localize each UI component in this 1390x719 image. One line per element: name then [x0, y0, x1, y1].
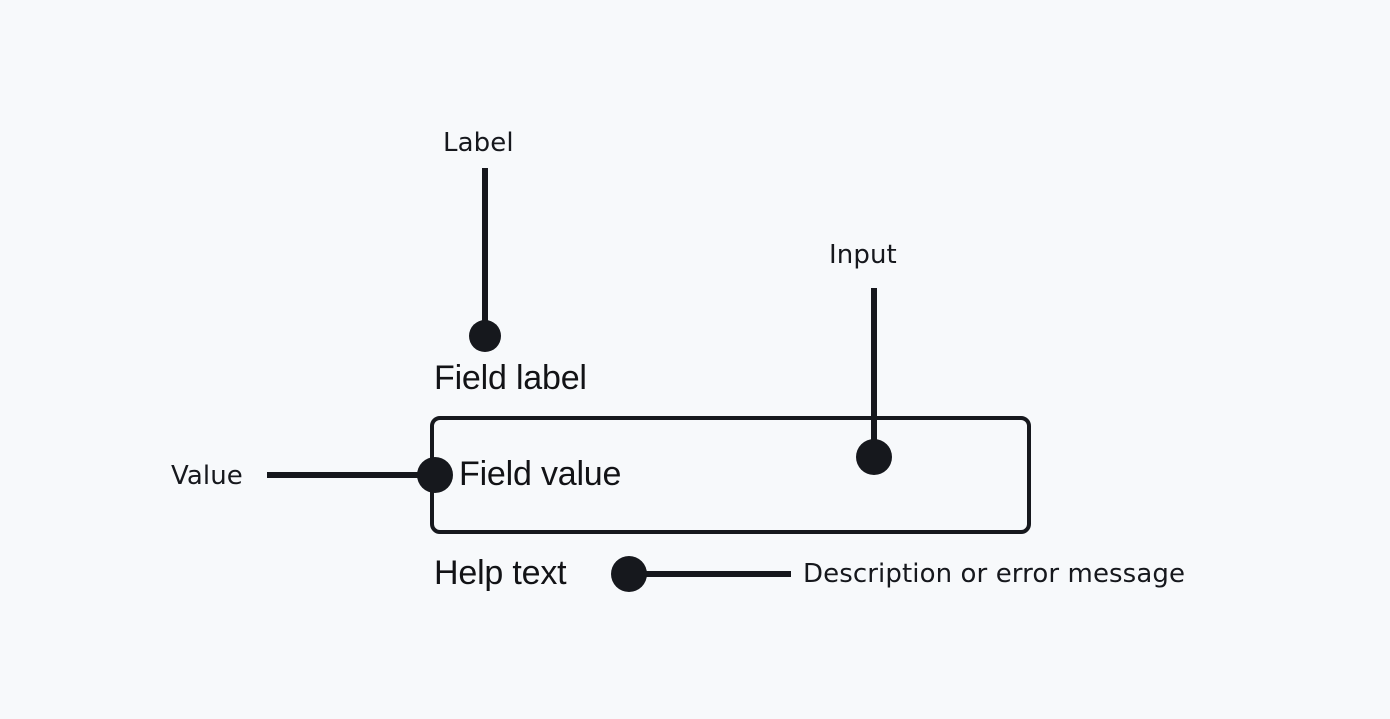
field-label: Field label	[434, 359, 587, 397]
field-value[interactable]: Field value	[459, 455, 622, 493]
annotation-description: Description or error message	[803, 559, 1186, 589]
annotation-input: Input	[829, 240, 897, 270]
field-help-text: Help text	[434, 554, 567, 592]
annotation-label: Label	[443, 128, 514, 158]
label-callout-dot	[469, 320, 501, 352]
annotation-value: Value	[171, 461, 243, 491]
help-callout-dot	[611, 556, 647, 592]
value-callout-dot	[417, 457, 453, 493]
input-callout-dot	[856, 439, 892, 475]
